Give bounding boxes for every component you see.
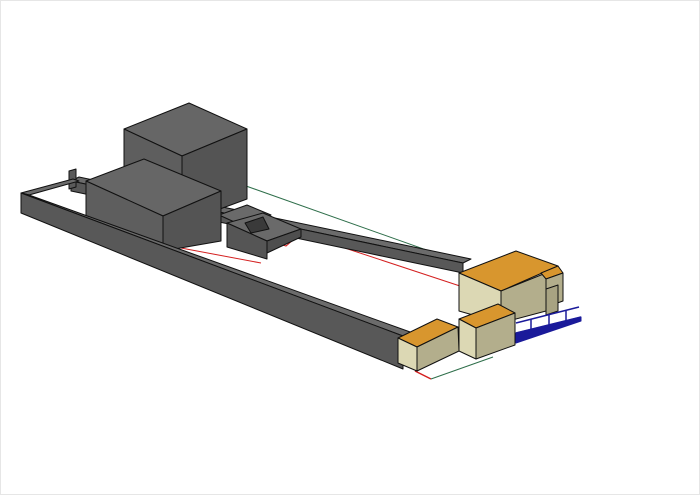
front-block	[85, 158, 222, 252]
middle-building	[458, 303, 516, 360]
stair-steps	[244, 216, 270, 234]
main-building	[458, 250, 564, 324]
front-wall	[20, 192, 414, 370]
red-corner-line	[414, 370, 432, 380]
stair-annex	[218, 204, 302, 260]
railing	[515, 306, 582, 344]
small-building	[397, 318, 460, 372]
green-corner-line	[430, 356, 494, 380]
